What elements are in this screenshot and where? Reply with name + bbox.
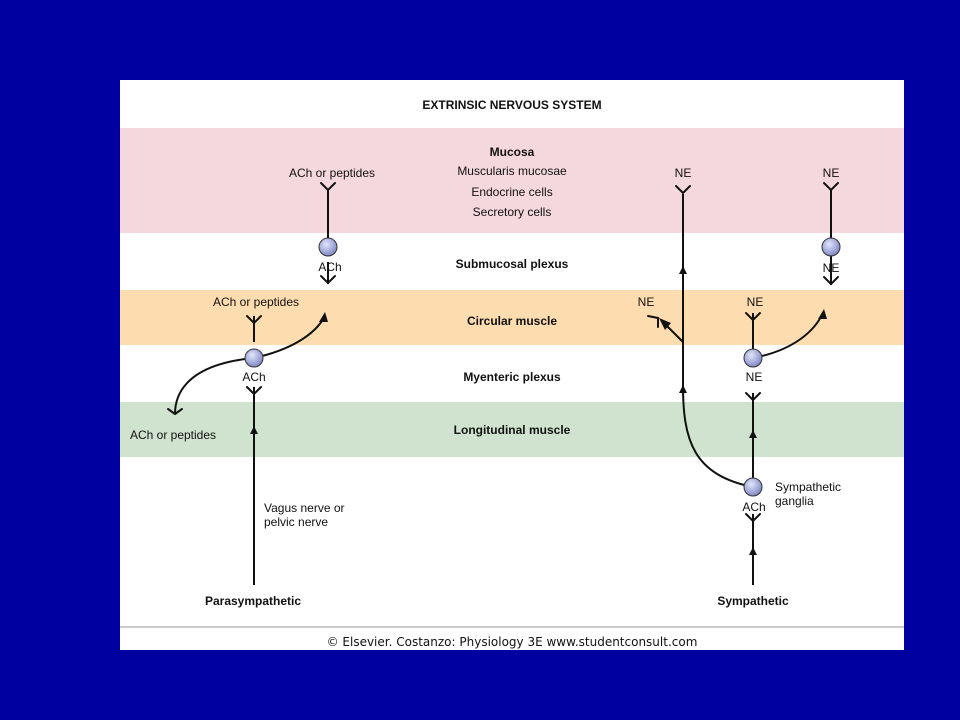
synapse-terminal — [823, 276, 839, 286]
longitudinal-muscle-title: Longitudinal muscle — [454, 423, 571, 437]
nerve-label-line: pelvic nerve — [264, 515, 328, 529]
direction-arrow — [749, 547, 757, 555]
nerve-terminal — [675, 185, 691, 195]
nerve-terminal — [246, 315, 262, 325]
mucosa-title: Mucosa — [490, 145, 535, 159]
label-ne: NE — [747, 295, 764, 309]
label-longitudinal-terminal: ACh or peptides — [130, 428, 216, 442]
sympathetic-pathway: NE NE NE NE NE NE ACh Sympathetic gangli… — [638, 166, 841, 608]
diagram-panel: EXTRINSIC NERVOUS SYSTEM Mucosa Muscular… — [120, 80, 904, 650]
label-myenteric-synapse: ACh — [242, 370, 265, 384]
longitudinal-muscle-band — [120, 402, 904, 457]
synapse-terminal — [246, 386, 262, 396]
nerve-terminal — [647, 315, 659, 328]
diagram-header: EXTRINSIC NERVOUS SYSTEM — [422, 98, 601, 112]
mucosa-item: Muscularis mucosae — [457, 164, 567, 178]
mucosa-band — [120, 128, 904, 233]
direction-arrow — [659, 318, 671, 330]
nerve-label-line: Vagus nerve or — [264, 501, 345, 515]
parasympathetic-title: Parasympathetic — [205, 594, 301, 608]
label-ne: NE — [638, 295, 655, 309]
direction-arrow — [679, 385, 687, 393]
mucosa-item: Endocrine cells — [471, 185, 552, 199]
submucosal-plexus-title: Submucosal plexus — [456, 257, 569, 271]
circular-muscle-band — [120, 290, 904, 345]
submucosal-neuron — [318, 237, 338, 257]
parasympathetic-pathway: ACh or peptides ACh ACh or peptides ACh … — [130, 166, 375, 608]
myenteric-plexus-title: Myenteric plexus — [463, 370, 561, 384]
label-circular-terminal: ACh or peptides — [213, 295, 299, 309]
copyright-text: © Elsevier. Costanzo: Physiology 3E www.… — [327, 635, 698, 649]
label-mucosa-terminal: ACh or peptides — [289, 166, 375, 180]
label-submucosal-synapse: ACh — [318, 260, 341, 274]
sympathetic-title: Sympathetic — [717, 594, 789, 608]
axon-to-longitudinal — [174, 357, 255, 415]
synapse-terminal — [745, 392, 761, 402]
nerve-terminal — [745, 312, 761, 322]
synapse-terminal — [745, 513, 761, 523]
direction-arrow — [250, 426, 258, 434]
label-ach: ACh — [742, 500, 765, 514]
myenteric-neuron — [244, 348, 264, 368]
direction-arrow — [679, 266, 687, 274]
label-ne: NE — [823, 261, 840, 275]
direction-arrow — [749, 430, 757, 438]
label-ne: NE — [823, 166, 840, 180]
label-ne: NE — [675, 166, 692, 180]
ganglia-label-line: Sympathetic — [775, 480, 841, 494]
nervous-system-diagram: EXTRINSIC NERVOUS SYSTEM Mucosa Muscular… — [120, 98, 904, 649]
circular-muscle-title: Circular muscle — [467, 314, 557, 328]
synapse-terminal — [320, 275, 336, 285]
direction-arrow — [319, 312, 328, 322]
mucosa-item: Secretory cells — [473, 205, 552, 219]
nerve-terminal — [320, 182, 336, 192]
label-ne: NE — [746, 370, 763, 384]
sympathetic-ganglion-neuron — [743, 477, 763, 497]
ganglia-label-line: ganglia — [775, 494, 814, 508]
myenteric-neuron — [743, 348, 763, 368]
direction-arrow — [818, 309, 827, 319]
postganglionic-long-axon — [682, 194, 754, 488]
nerve-terminal — [823, 182, 839, 192]
submucosal-neuron — [821, 237, 841, 257]
nerve-terminal — [167, 408, 183, 416]
